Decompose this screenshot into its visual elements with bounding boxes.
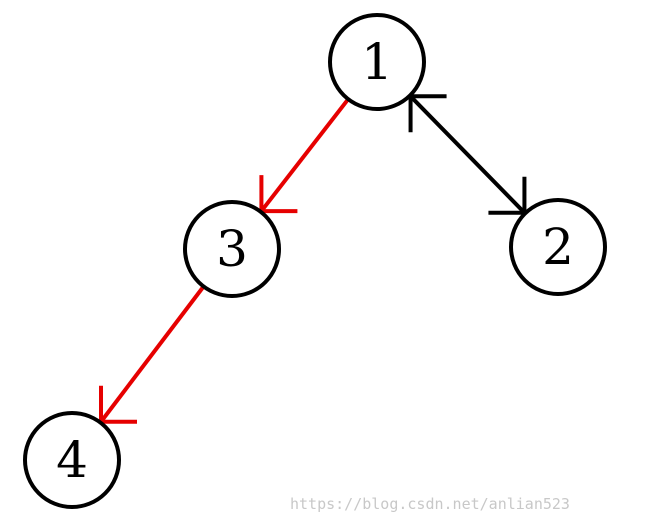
node-4: 4 [23,411,121,509]
node-circle [183,200,281,298]
node-1: 1 [328,13,426,111]
edge-n3-n4 [99,286,205,423]
watermark-text: https://blog.csdn.net/anlian523 [290,495,570,513]
node-circle [23,411,121,509]
node-label: 2 [542,218,574,276]
node-circle [509,198,607,296]
edge-n1-n2 [409,94,526,215]
node-label: 3 [216,220,248,278]
node-2: 2 [509,198,607,296]
node-circle [328,13,426,111]
edge-n1-n3 [259,98,350,213]
node-label: 4 [56,431,88,489]
node-3: 3 [183,200,281,298]
node-label: 1 [361,33,393,91]
